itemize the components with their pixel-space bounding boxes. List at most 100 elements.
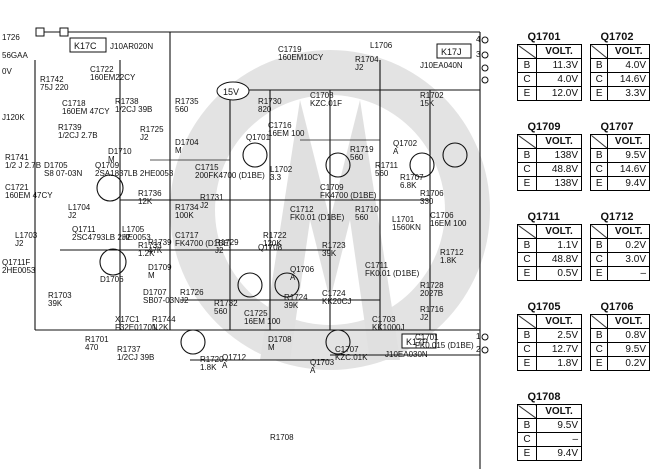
table-corner bbox=[517, 134, 537, 149]
table-title: Q1709 bbox=[527, 121, 561, 133]
voltage-cell: 9.5V bbox=[607, 342, 650, 357]
pin-cell: C bbox=[589, 252, 609, 267]
table-corner bbox=[589, 224, 609, 239]
voltage-cell: 3.3V bbox=[607, 86, 650, 101]
voltage-cell: 0.2V bbox=[607, 238, 650, 253]
voltage-cell: 3.0V bbox=[607, 252, 650, 267]
partial-left-labels: 1726 56GAA 0V J120K bbox=[2, 33, 28, 122]
pin-cell: B bbox=[589, 238, 609, 253]
component-label: L1706 bbox=[370, 41, 393, 50]
table-title: Q1708 bbox=[527, 391, 561, 403]
connector-K17C: K17C J10AR020N bbox=[69, 37, 153, 53]
table-header: VOLT. bbox=[536, 224, 582, 239]
svg-text:3: 3 bbox=[476, 50, 481, 59]
voltage-cell: 1.1V bbox=[536, 238, 582, 253]
pin-cell: B bbox=[517, 148, 537, 163]
table-row: E– bbox=[589, 266, 650, 281]
voltage-cell: 138V bbox=[536, 148, 582, 163]
connector-part: J10EA030N bbox=[385, 350, 428, 359]
pin-cell: E bbox=[517, 446, 537, 461]
pin-cell: C bbox=[589, 342, 609, 357]
pin-cell: E bbox=[589, 266, 609, 281]
voltage-cell: – bbox=[536, 432, 582, 447]
pin-cell: C bbox=[589, 162, 609, 177]
voltage-cell: 138V bbox=[536, 176, 582, 191]
pin-cell: E bbox=[517, 266, 537, 281]
connector-K17J: K17J J10EA040N bbox=[420, 43, 472, 70]
pin-cell: B bbox=[517, 58, 537, 73]
voltage-cell: 12.0V bbox=[536, 86, 582, 101]
wiring bbox=[34, 31, 481, 469]
pin-cell: C bbox=[517, 432, 537, 447]
component-label: D1706 bbox=[100, 275, 124, 284]
connector-pins bbox=[35, 27, 489, 354]
voltage-cell: – bbox=[607, 266, 650, 281]
voltage-cell: 4.0V bbox=[607, 58, 650, 73]
pin-cell: E bbox=[517, 356, 537, 371]
svg-text:2: 2 bbox=[476, 345, 481, 354]
table-corner bbox=[517, 224, 537, 239]
table-corner bbox=[517, 44, 537, 59]
table-header: VOLT. bbox=[536, 404, 582, 419]
table-title: Q1702 bbox=[600, 31, 634, 43]
voltage-cell: 9.4V bbox=[536, 446, 582, 461]
pin-cell: E bbox=[589, 176, 609, 191]
table-title: Q1712 bbox=[600, 211, 634, 223]
pin-cell: B bbox=[517, 238, 537, 253]
table-corner bbox=[589, 44, 609, 59]
transistor-symbols bbox=[96, 142, 468, 355]
table-header: VOLT. bbox=[607, 44, 650, 59]
table-title: Q1706 bbox=[600, 301, 634, 313]
pin-cell: C bbox=[589, 72, 609, 87]
component-label: Q1701 bbox=[246, 133, 271, 142]
